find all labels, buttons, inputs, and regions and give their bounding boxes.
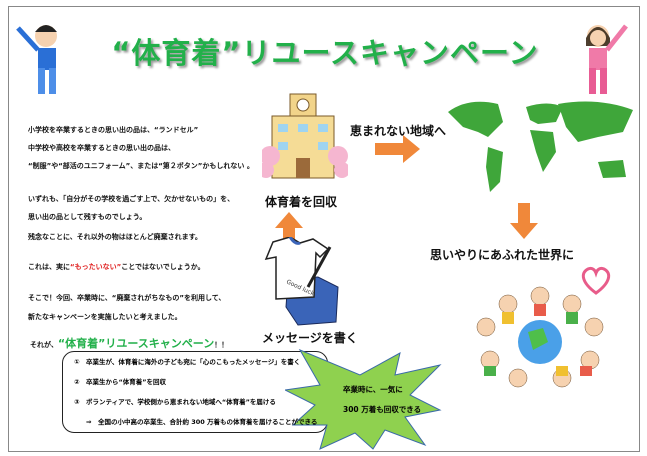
page-title: “体育着”リユースキャンペーン xyxy=(111,36,539,70)
text: それが、 xyxy=(30,341,58,349)
arrow-down-icon xyxy=(510,203,538,239)
conclusion-line: それが、“体育着”リユースキャンペーン！！ xyxy=(30,335,228,351)
write-label: メッセージを書く xyxy=(262,331,358,345)
send-label: 恵まれない地域へ xyxy=(350,124,447,138)
proposal-line: 新たなキャンペーンを実施したいと考えました。 xyxy=(28,313,182,321)
page-frame xyxy=(8,6,640,452)
step-item: ③ ボランティアで、学校側から恵まれない地域へ“体育着”を届ける xyxy=(74,398,276,406)
text: これは、実に xyxy=(28,263,70,271)
intro-line: いずれも、「自分がその学校を過ごす上で、欠かせないもの」を、 xyxy=(28,195,235,203)
world-label: 思いやりにあふれた世界に xyxy=(430,248,575,262)
arrow-right-icon xyxy=(375,135,420,163)
arrow-up-icon xyxy=(275,212,303,244)
gym-clothes-illustration: Good luck xyxy=(264,237,339,326)
burst-text: 卒業時に、一気に xyxy=(343,385,403,394)
campaign-name: “体育着”リユースキャンペーン xyxy=(57,337,215,350)
mottainai-highlight: “もったいない” xyxy=(70,263,122,271)
children-around-globe-illustration xyxy=(476,286,604,388)
intro-line: 小学校を卒業するときの思い出の品は、“ランドセル” xyxy=(28,126,199,134)
intro-line: 思い出の品として残すものでしょう。 xyxy=(28,213,147,221)
burst-text: 300 万着も回収できる xyxy=(343,405,422,414)
stretching-girl-illustration xyxy=(586,24,628,94)
intro-line: 残念なことに、それ以外の物はほとんど廃棄されます。 xyxy=(28,233,202,241)
text: ことではないでしょうか。 xyxy=(121,263,205,271)
school-illustration xyxy=(262,93,348,179)
step-result: ⇒ 全国の小中高の卒業生、合計約 300 万着もの体育着を届けることができる xyxy=(86,418,318,426)
heart-icon xyxy=(581,266,611,295)
text: ！！ xyxy=(214,341,229,349)
intro-line: 中学校や高校を卒業するときの思い出の品は、 xyxy=(28,144,175,152)
collect-label: 体育着を回収 xyxy=(265,195,338,209)
starburst-shape xyxy=(285,348,442,450)
proposal-line: そこで！今回、卒業時に、“廃棄されがちなもの”を利用して、 xyxy=(28,294,226,302)
stretching-boy-illustration xyxy=(16,25,57,94)
world-map-illustration xyxy=(448,101,633,192)
intro-line: “制服”や“部活のユニフォーム”、または“第２ボタン”かもしれない 。 xyxy=(28,162,254,170)
step-item: ① 卒業生が、体育着に海外の子ども宛に「心のこもったメッセージ」を書く xyxy=(74,358,301,366)
mottainai-line: これは、実に“もったいない”ことではないでしょうか。 xyxy=(28,262,205,272)
step-item: ② 卒業生から“体育着”を回収 xyxy=(74,378,167,386)
